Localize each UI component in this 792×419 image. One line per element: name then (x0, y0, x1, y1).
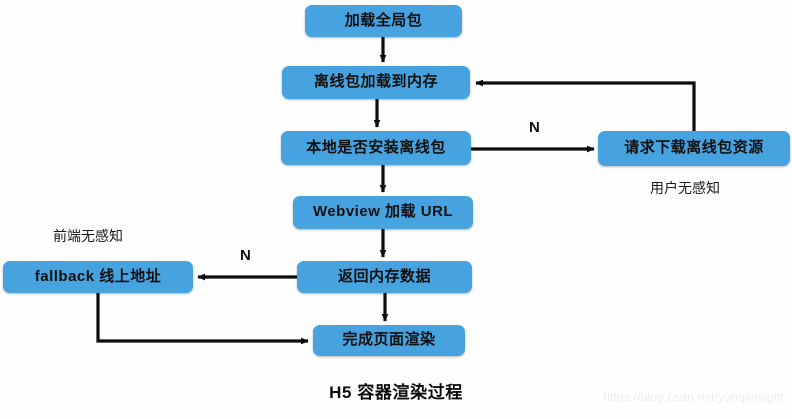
node-label: 加载全局包 (344, 11, 423, 29)
node-request-download-offline[interactable]: 请求下载离线包资源 (598, 131, 790, 166)
edge-label-branch-n-download: N (529, 119, 540, 136)
node-is-offline-installed[interactable]: 本地是否安装离线包 (281, 131, 471, 165)
edge-label-branch-n-fallback: N (240, 247, 251, 264)
node-label: fallback 线上地址 (34, 267, 162, 285)
node-finish-render[interactable]: 完成页面渲染 (313, 325, 465, 356)
node-load-offline-to-memory[interactable]: 离线包加载到内存 (282, 66, 470, 99)
annotation-frontend-unaware: 前端无感知 (53, 228, 123, 244)
annotation-user-unaware: 用户无感知 (650, 180, 720, 196)
node-load-global-package[interactable]: 加载全局包 (305, 5, 462, 37)
node-webview-load-url[interactable]: Webview 加载 URL (293, 196, 473, 229)
node-label: 请求下载离线包资源 (624, 139, 764, 157)
node-fallback-online-url[interactable]: fallback 线上地址 (3, 261, 193, 293)
watermark: https://blog.csdn.net/yunqiinsight (603, 390, 784, 404)
connector-fallback-to-finish (96, 293, 309, 345)
node-label: 本地是否安装离线包 (306, 138, 446, 156)
node-label: 返回内存数据 (337, 267, 431, 285)
node-label: Webview 加载 URL (312, 203, 454, 221)
diagram-title: H5 容器渲染过程 (329, 383, 463, 402)
node-label: 完成页面渲染 (342, 331, 436, 349)
node-return-memory-data[interactable]: 返回内存数据 (297, 261, 472, 293)
connector-download-loop-back (475, 79, 696, 131)
node-label: 离线包加载到内存 (313, 73, 438, 91)
